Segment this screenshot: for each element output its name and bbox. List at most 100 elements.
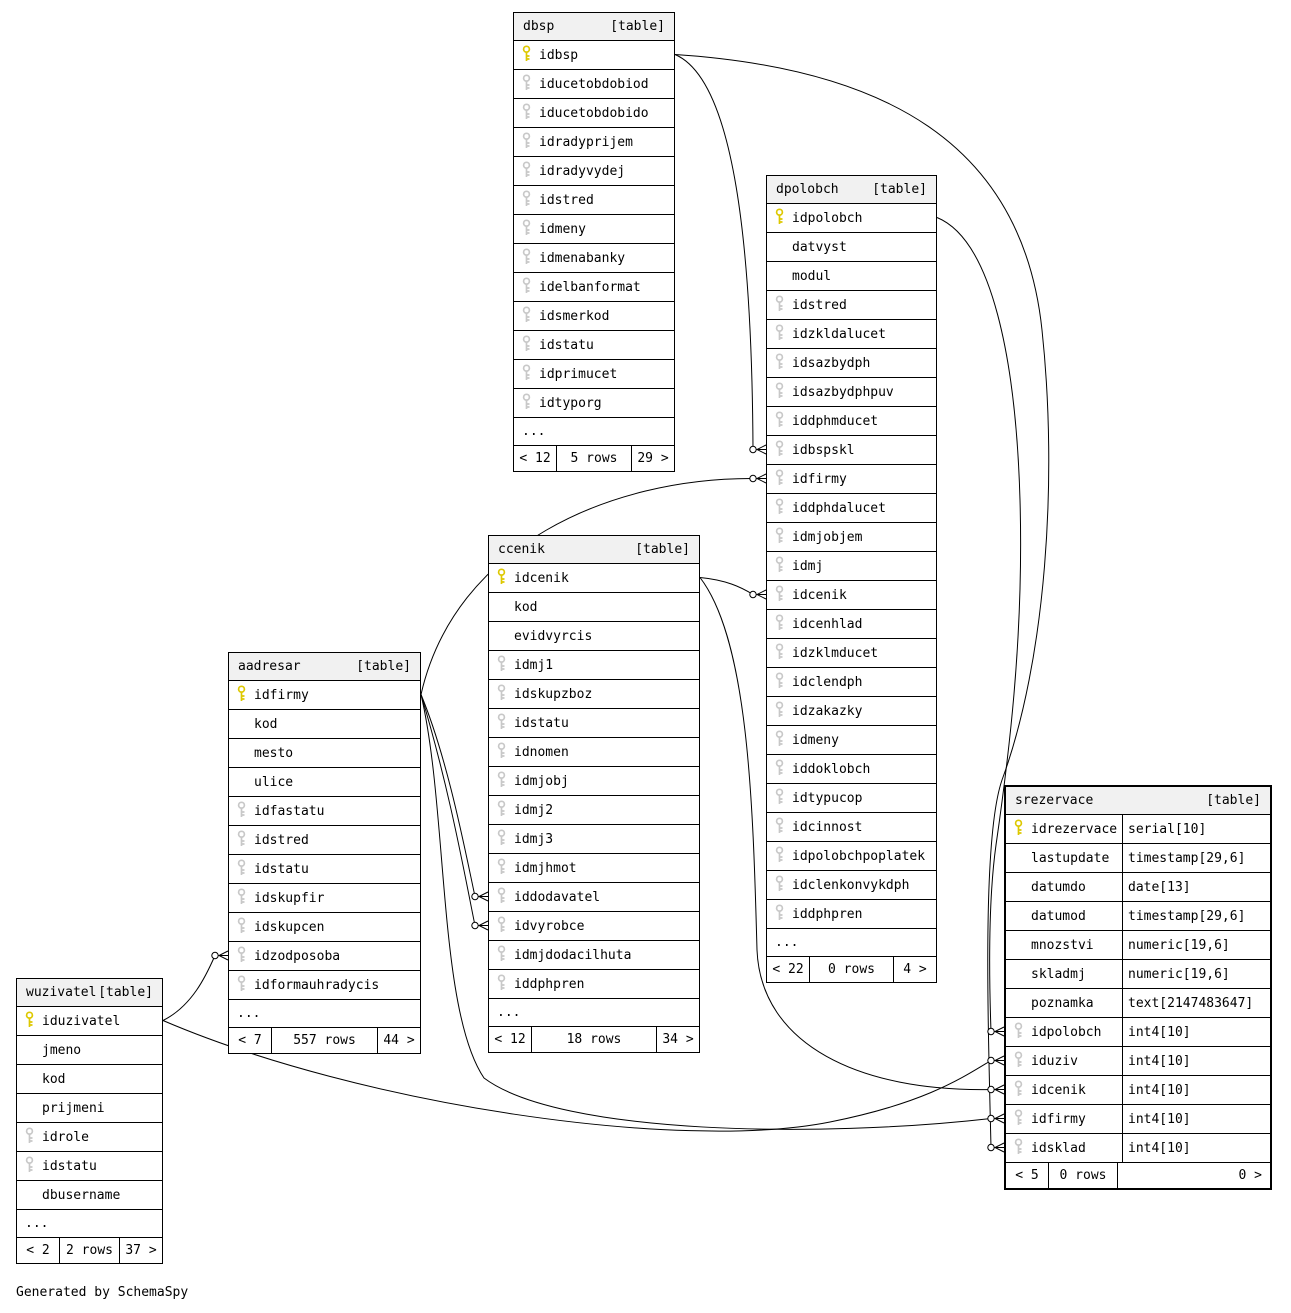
table-type-badge: [table] [1206, 793, 1261, 808]
crow-foot-arrow-icon [477, 920, 489, 931]
crow-foot-arrow-icon [755, 473, 767, 484]
column-row-mesto: mesto [229, 739, 420, 768]
column-row-iddodavatel: iddodavatel [489, 883, 699, 912]
column-row-idstatu: idstatu [17, 1152, 162, 1181]
foreign-key-icon [497, 800, 506, 820]
column-name: mnozstvi [1031, 938, 1094, 952]
relationship-line [936, 217, 1022, 1032]
foreign-key-icon [775, 382, 784, 402]
foreign-key-icon [497, 713, 506, 733]
column-name: mesto [254, 746, 294, 760]
crow-foot-arrow-icon [993, 1084, 1005, 1095]
key-cell [767, 498, 792, 518]
column-name: idstatu [42, 1159, 97, 1173]
column-name: idclendph [792, 675, 863, 689]
foreign-key-icon [775, 614, 784, 634]
foreign-key-icon [522, 393, 531, 413]
cardinality-circle-icon [211, 951, 219, 960]
relationship-line [699, 577, 754, 595]
column-name: idstatu [254, 862, 309, 876]
table-name[interactable]: ccenik [498, 542, 545, 557]
table-name[interactable]: dbsp [523, 19, 555, 34]
column-name: kod [514, 600, 538, 614]
column-name: idskupzboz [514, 687, 593, 701]
key-cell [1006, 1138, 1031, 1158]
footer-prev-columns: < 12 [494, 1032, 526, 1047]
column-row-idbsp: idbsp [514, 41, 674, 70]
column-name: idbsp [539, 48, 579, 62]
column-name: idstatu [539, 338, 594, 352]
column-row-idtypucop: idtypucop [767, 784, 936, 813]
key-cell [767, 788, 792, 808]
column-name: idcinnost [792, 820, 863, 834]
column-row-idzodposoba: idzodposoba [229, 942, 420, 971]
column-name: modul [792, 269, 832, 283]
column-name: idzklmducet [792, 646, 879, 660]
foreign-key-icon [497, 858, 506, 878]
table-name[interactable]: wuzivatel [26, 985, 97, 1000]
key-cell [489, 568, 514, 588]
footer-row-count: 0 rows [809, 957, 894, 982]
column-name: iddphdalucet [792, 501, 886, 515]
column-type: int4[10] [1122, 1105, 1270, 1133]
cardinality-circle-icon [471, 921, 479, 930]
foreign-key-icon [775, 788, 784, 808]
foreign-key-icon [775, 875, 784, 895]
footer-prev-columns: < 5 [1015, 1168, 1039, 1183]
foreign-key-icon [775, 904, 784, 924]
crow-foot-arrow-icon [755, 589, 767, 600]
key-cell [767, 585, 792, 605]
foreign-key-icon [775, 527, 784, 547]
key-cell [17, 1127, 42, 1147]
column-name: idvyrobce [514, 919, 585, 933]
column-name: skladmj [1031, 967, 1086, 981]
key-cell [489, 858, 514, 878]
key-cell [767, 527, 792, 547]
column-name: idrezervace [1031, 822, 1118, 836]
key-cell [767, 353, 792, 373]
column-row-idzklmducet: idzklmducet [767, 639, 936, 668]
foreign-key-icon [775, 817, 784, 837]
foreign-key-icon [775, 846, 784, 866]
foreign-key-icon [775, 643, 784, 663]
foreign-key-icon [775, 701, 784, 721]
footer-row-count: 0 rows [1048, 1163, 1118, 1188]
column-row-idstatu: idstatu [229, 855, 420, 884]
column-name: evidvyrcis [514, 629, 593, 643]
key-cell [489, 945, 514, 965]
column-row-idradyprijem: idradyprijem [514, 128, 674, 157]
cardinality-circle-icon [471, 892, 479, 901]
crow-foot-arrow-icon [993, 1055, 1005, 1066]
table-header: dbsp[table] [514, 13, 674, 41]
key-cell [489, 887, 514, 907]
relationship-wuzivatel.iduzivatel-to-srezervace.iduziv [162, 1020, 1005, 1132]
column-row-iddphdalucet: iddphdalucet [767, 494, 936, 523]
footer-row-count: 2 rows [59, 1238, 120, 1263]
table-name[interactable]: srezervace [1015, 793, 1094, 808]
column-row-idformauhradycis: idformauhradycis [229, 971, 420, 1000]
key-cell [229, 888, 254, 908]
foreign-key-icon [522, 219, 531, 239]
key-cell [767, 817, 792, 837]
column-name: datumdo [1031, 880, 1086, 894]
table-name[interactable]: dpolobch [776, 182, 839, 197]
foreign-key-icon [522, 161, 531, 181]
relationship-aadresar.idfirmy-to-srezervace.idfirmy [420, 694, 1005, 1130]
column-name: idstatu [514, 716, 569, 730]
column-row-iddphpren: iddphpren [767, 900, 936, 929]
column-type: serial[10] [1122, 815, 1270, 843]
table-name[interactable]: aadresar [238, 659, 301, 674]
column-row-idmeny: idmeny [514, 215, 674, 244]
column-row-idmj1: idmj1 [489, 651, 699, 680]
foreign-key-icon [522, 277, 531, 297]
column-name: iducetobdobido [539, 106, 649, 120]
